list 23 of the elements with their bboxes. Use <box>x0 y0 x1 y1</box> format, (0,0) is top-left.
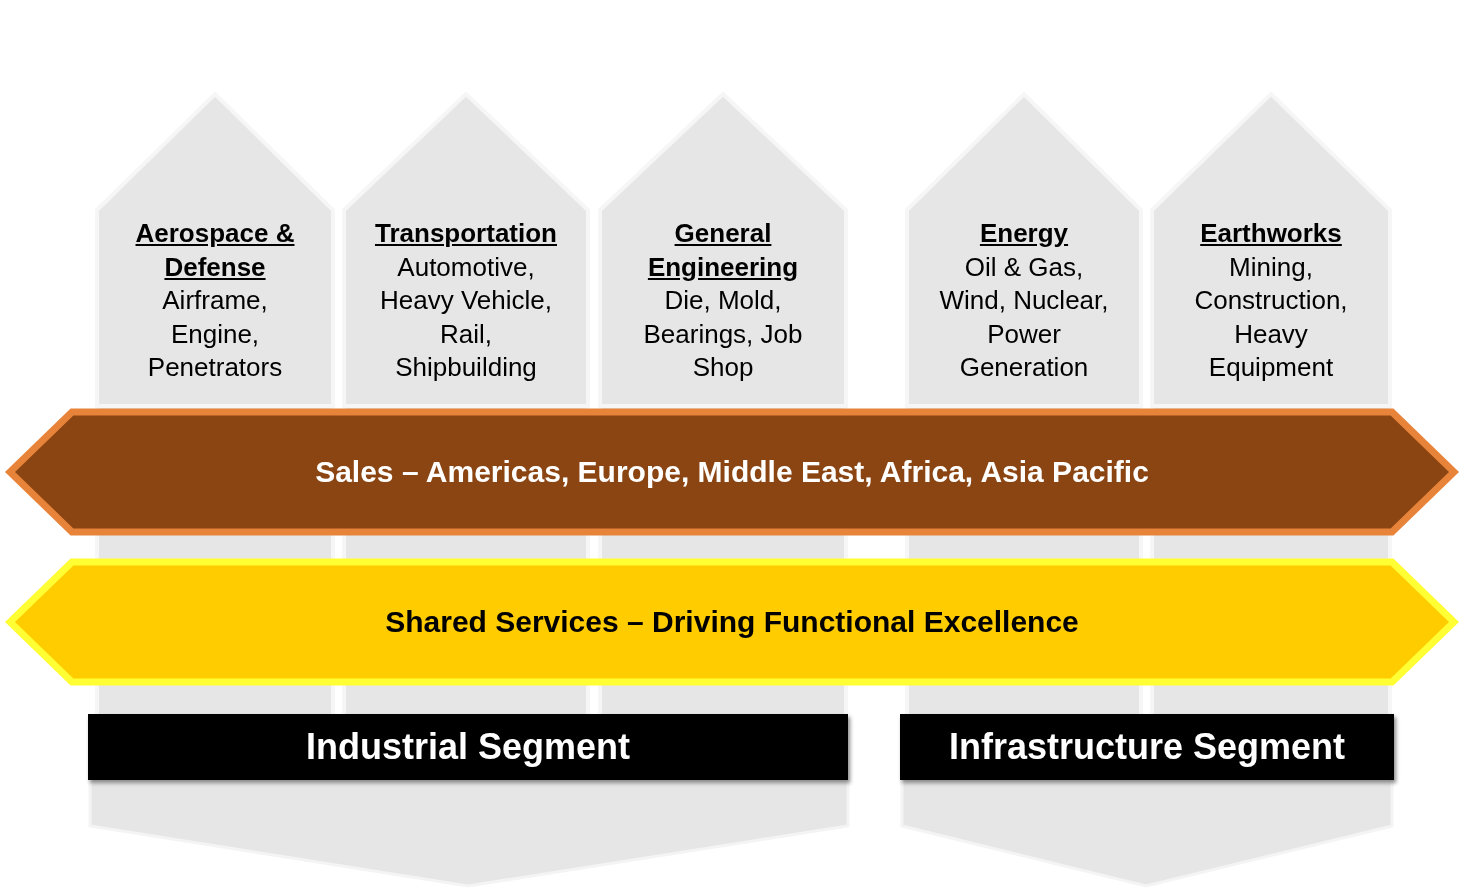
segment-bar <box>88 714 848 780</box>
banner-band <box>4 408 1460 536</box>
banner-text: Sales – Americas, Europe, Middle East, Africa, Asia Pacific <box>315 455 1149 489</box>
industry-examples: Oil & Gas, Wind, Nuclear, Power Generation <box>938 250 1110 384</box>
industry-heading: Energy <box>979 217 1069 250</box>
industry-examples: Die, Mold, Bearings, Job Shop <box>642 284 804 384</box>
industry-examples: Automotive, Heavy Vehicle, Rail, Shipbuilding <box>379 250 553 384</box>
industry-pillar <box>1150 92 1392 406</box>
industry-pillar <box>905 92 1143 406</box>
banner-band <box>4 558 1460 686</box>
industry-examples: Airframe, Engine, Penetrators <box>146 284 284 384</box>
industry-pillar <box>598 92 848 406</box>
segment-title: Infrastructure Segment <box>948 726 1346 768</box>
industry-heading: Aerospace & Defense <box>134 217 296 284</box>
industry-heading: Earthworks <box>1200 217 1342 250</box>
industry-heading: Transportation <box>375 217 557 250</box>
industry-pillar <box>95 92 335 406</box>
segment-title: Industrial Segment <box>305 726 631 768</box>
industry-heading: General Engineering <box>646 217 800 284</box>
segment-bar <box>900 714 1394 780</box>
industry-pillar <box>342 92 590 406</box>
industry-examples: Mining, Construction, Heavy Equipment <box>1193 250 1349 384</box>
banner-text: Shared Services – Driving Functional Excellence <box>385 605 1079 639</box>
